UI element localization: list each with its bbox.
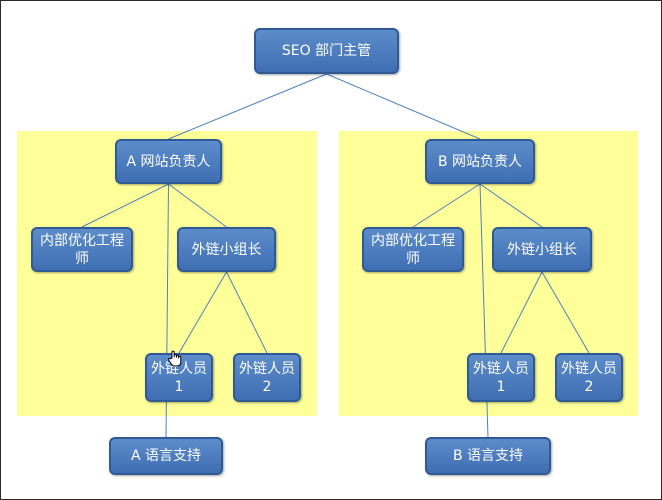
node-site-a-language-support[interactable]: A 语言支持 (109, 437, 223, 475)
connector-b_lead-to-b_linkgroup (479, 183, 543, 228)
connector-b_lead-to-b_internal (412, 183, 481, 228)
node-site-b-lead[interactable]: B 网站负责人 (425, 139, 535, 184)
node-label: 内部优化工程师 (40, 232, 124, 267)
connector-root-to-a_lead (168, 73, 327, 140)
node-site-a-internal-engineer[interactable]: 内部优化工程师 (31, 227, 133, 272)
node-site-a-link-group-lead[interactable]: 外链小组长 (177, 227, 276, 272)
node-label: 内部优化工程师 (371, 232, 455, 267)
node-label: A 语言支持 (130, 448, 202, 464)
node-label: 外链小组长 (191, 241, 262, 258)
connector-a_linkgroup-to-a_link1 (178, 271, 227, 354)
node-label: 外链小组长 (507, 241, 577, 258)
connector-a_linkgroup-to-a_link2 (226, 271, 268, 354)
node-seo-manager[interactable]: SEO 部门主管 (254, 28, 399, 74)
node-label: 外链人员1 (151, 360, 207, 395)
node-site-a-link-staff-1[interactable]: 外链人员1 (145, 353, 213, 402)
node-label: B 语言支持 (452, 448, 524, 464)
node-site-b-link-staff-1[interactable]: 外链人员1 (467, 353, 535, 402)
connector-a_lead-to-a_linkgroup (168, 183, 227, 228)
node-label: A 网站负责人 (126, 153, 211, 170)
node-label: 外链人员1 (473, 360, 529, 395)
node-site-a-lead[interactable]: A 网站负责人 (115, 139, 222, 184)
connector-root-to-b_lead (326, 73, 481, 140)
node-label: 外链人员2 (239, 360, 295, 395)
node-site-b-link-staff-2[interactable]: 外链人员2 (555, 353, 623, 402)
connector-a_lead-to-a_internal (81, 183, 169, 228)
node-label: SEO 部门主管 (281, 43, 372, 59)
node-site-b-language-support[interactable]: B 语言支持 (425, 437, 551, 475)
connector-b_linkgroup-to-b_link1 (500, 271, 543, 354)
node-site-b-internal-engineer[interactable]: 内部优化工程师 (362, 227, 464, 272)
node-label: B 网站负责人 (437, 153, 523, 170)
node-site-b-link-group-lead[interactable]: 外链小组长 (492, 227, 592, 272)
connector-b_linkgroup-to-b_link2 (541, 271, 590, 354)
node-site-a-link-staff-2[interactable]: 外链人员2 (233, 353, 301, 402)
node-label: 外链人员2 (561, 360, 617, 395)
